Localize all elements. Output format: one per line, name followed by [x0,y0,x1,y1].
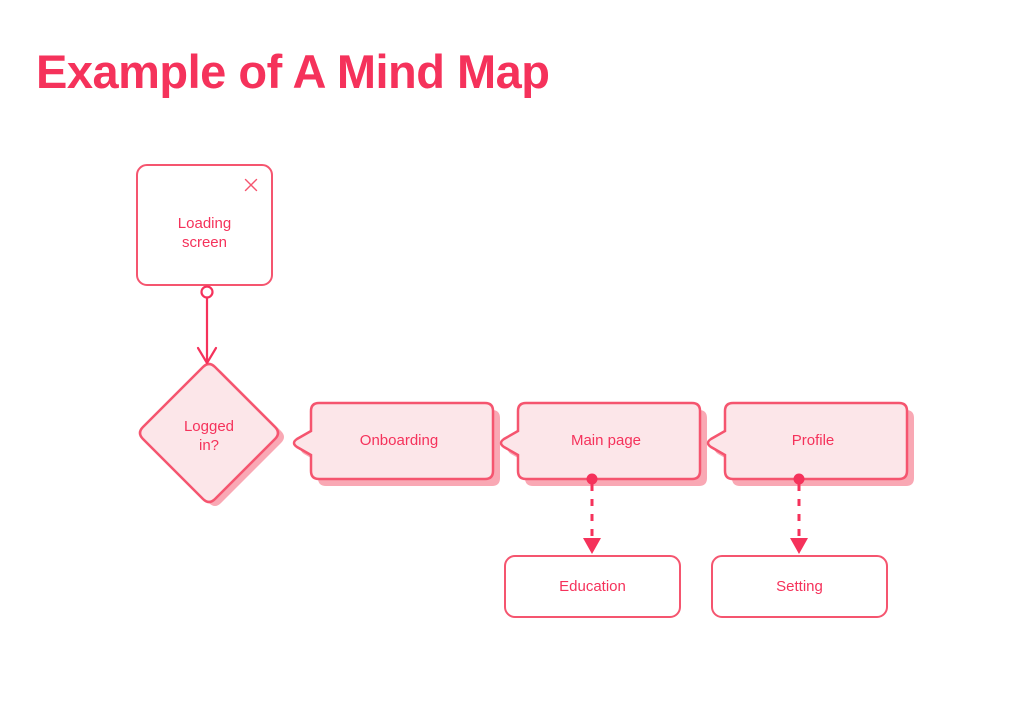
speech-bubble-shape [706,401,914,486]
node-shadow [513,564,686,623]
node-loading-screen[interactable]: Loading screen [136,164,278,291]
node-onboarding[interactable]: Onboarding [289,401,500,486]
node-setting-label: Setting [776,578,823,595]
node-shadow [720,564,893,623]
node-loading-screen-label: Loading screen [177,215,232,251]
node-shadow [145,173,278,291]
node-profile[interactable]: Profile [703,401,914,486]
node-education[interactable]: Education [504,555,686,623]
filled-arrow-marker [583,538,601,554]
node-education-label: Education [559,578,626,595]
filled-arrow-marker [790,538,808,554]
page-title: Example of A Mind Map [36,45,550,98]
open-circle-marker [200,285,214,299]
close-icon[interactable] [244,178,258,192]
node-main-page[interactable]: Main page [496,401,707,486]
node-logged-in[interactable]: Logged in? [136,362,284,510]
diamond-shape [138,362,284,506]
connector-loading-screen-to-logged-in [196,285,218,365]
speech-bubble-shape [292,401,500,486]
speech-bubble-shape [499,401,707,486]
node-setting[interactable]: Setting [711,555,893,623]
